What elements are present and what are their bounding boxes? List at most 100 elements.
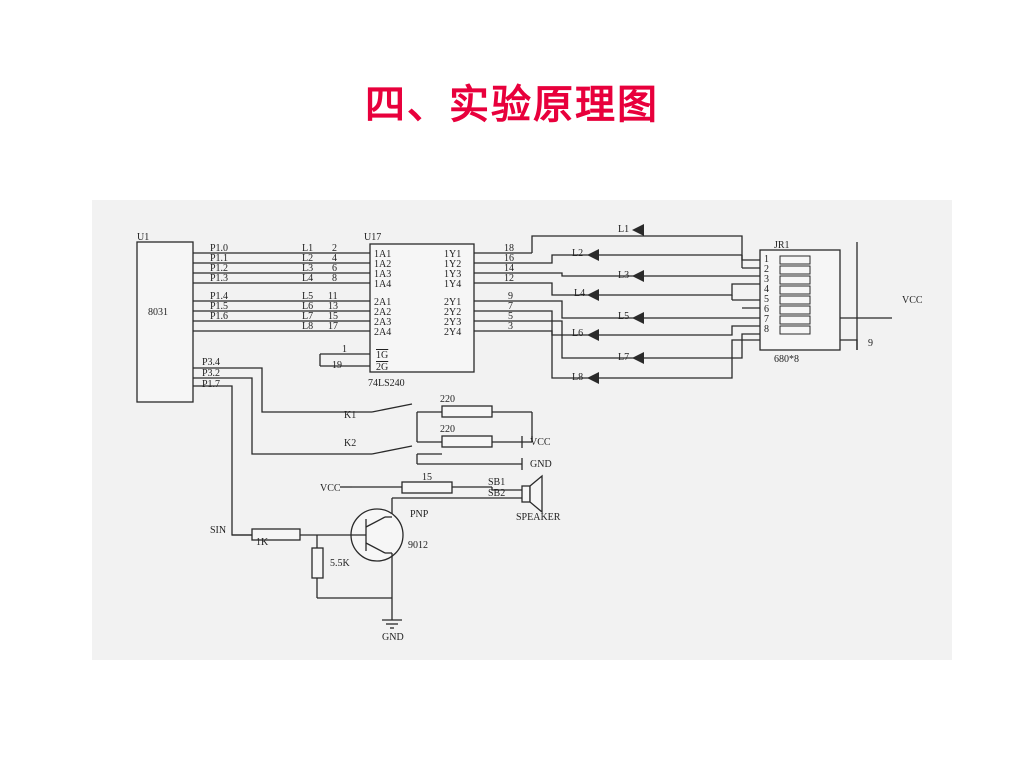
schematic-drawing: U1 8031 P1.0 P1.1 P1.2 P1.3 P1.4 P1.5 P1…	[92, 200, 952, 660]
led-label-l8: L8	[572, 372, 583, 383]
led-label-l6: L6	[572, 328, 583, 339]
label-sb1: SB1	[488, 477, 505, 488]
pin-o9: 9	[508, 291, 513, 302]
label-8031: 8031	[148, 307, 168, 318]
pin-n13: 13	[328, 301, 338, 312]
pin-n11: 11	[328, 291, 338, 302]
pin-1y2: 1Y2	[444, 259, 461, 270]
pin-2y4: 2Y4	[444, 327, 461, 338]
label-gnd-q: GND	[382, 632, 404, 643]
led-l4	[587, 289, 599, 301]
pin-n2: 2	[332, 243, 337, 254]
led-label-l1: L1	[618, 224, 629, 235]
pin-o16: 16	[504, 253, 514, 264]
pin-1y1: 1Y1	[444, 249, 461, 260]
pin-j6: 6	[764, 304, 769, 315]
pin-p34: P3.4	[202, 357, 220, 368]
speaker-cone	[529, 474, 543, 514]
pin-j1: 1	[764, 254, 769, 265]
pin-p12: P1.2	[210, 263, 228, 274]
pin-j4: 4	[764, 284, 769, 295]
jr1-segments	[779, 255, 811, 335]
pin-n6: 6	[332, 263, 337, 274]
label-vcc-sp: VCC	[320, 483, 341, 494]
pin-j3: 3	[764, 274, 769, 285]
resistor-pack-jr1	[759, 249, 841, 351]
line-l3: L3	[302, 263, 313, 274]
pin-n4: 4	[332, 253, 337, 264]
pin-p16: P1.6	[210, 311, 228, 322]
pin-o12: 12	[504, 273, 514, 284]
pin-1a4: 1A4	[374, 279, 391, 290]
pin-2y1: 2Y1	[444, 297, 461, 308]
label-vcc-sw: VCC	[530, 437, 551, 448]
label-jr1: JR1	[774, 240, 790, 251]
pin-j9: 9	[868, 338, 873, 349]
label-vcc-jr: VCC	[902, 295, 923, 306]
led-l6	[587, 329, 599, 341]
line-l5: L5	[302, 291, 313, 302]
pin-p11: P1.1	[210, 253, 228, 264]
led-l3	[632, 270, 644, 282]
led-l2	[587, 249, 599, 261]
pin-2y2: 2Y2	[444, 307, 461, 318]
led-l8	[587, 372, 599, 384]
label-gnd-sw: GND	[530, 459, 552, 470]
pin-p14: P1.4	[210, 291, 228, 302]
led-label-l4: L4	[574, 288, 585, 299]
label-r220a: 220	[440, 394, 455, 405]
pin-o18: 18	[504, 243, 514, 254]
label-74ls240: 74LS240	[368, 378, 405, 389]
line-l7: L7	[302, 311, 313, 322]
pin-2a1: 2A1	[374, 297, 391, 308]
pin-2a2: 2A2	[374, 307, 391, 318]
label-r15: 15	[422, 472, 432, 483]
wires	[136, 235, 892, 629]
pin-n8: 8	[332, 273, 337, 284]
chip-74ls240	[369, 243, 475, 373]
pin-2g: 2G	[376, 362, 388, 373]
pin-1y3: 1Y3	[444, 269, 461, 280]
pin-j5: 5	[764, 294, 769, 305]
pin-n15: 15	[328, 311, 338, 322]
pin-1a2: 1A2	[374, 259, 391, 270]
speaker-body	[521, 485, 531, 503]
led-l5	[632, 312, 644, 324]
pin-j7: 7	[764, 314, 769, 325]
led-label-l7: L7	[618, 352, 629, 363]
pin-p15: P1.5	[210, 301, 228, 312]
circuit-schematic: U1 8031 P1.0 P1.1 P1.2 P1.3 P1.4 P1.5 P1…	[92, 200, 952, 660]
label-5.5k: 5.5K	[330, 558, 351, 569]
pin-n19: 19	[332, 360, 342, 371]
pin-2y3: 2Y3	[444, 317, 461, 328]
pin-p17: P1.7	[202, 379, 220, 390]
label-k1: K1	[344, 410, 356, 421]
led-array	[587, 224, 644, 384]
pin-2a3: 2A3	[374, 317, 391, 328]
label-u17: U17	[364, 232, 381, 243]
pin-o3: 3	[508, 321, 513, 332]
label-k2: K2	[344, 438, 356, 449]
pin-p13: P1.3	[210, 273, 228, 284]
pin-o14: 14	[504, 263, 514, 274]
label-jr-part: 680*8	[774, 354, 799, 365]
label-pnp: PNP	[410, 509, 429, 520]
label-1k: 1K	[256, 537, 269, 548]
pin-j8: 8	[764, 324, 769, 335]
pin-o7: 7	[508, 301, 513, 312]
label-9012: 9012	[408, 540, 428, 551]
line-l8: L8	[302, 321, 313, 332]
slide-title: 四、实验原理图	[365, 82, 659, 128]
label-sb2: SB2	[488, 488, 505, 499]
label-speaker: SPEAKER	[516, 512, 561, 523]
pin-j2: 2	[764, 264, 769, 275]
pin-o5: 5	[508, 311, 513, 322]
pin-1a3: 1A3	[374, 269, 391, 280]
label-r220b: 220	[440, 424, 455, 435]
line-l4: L4	[302, 273, 313, 284]
line-l2: L2	[302, 253, 313, 264]
label-u1: U1	[137, 232, 149, 243]
pin-p10: P1.0	[210, 243, 228, 254]
led-label-l5: L5	[618, 311, 629, 322]
led-l1	[632, 224, 644, 236]
